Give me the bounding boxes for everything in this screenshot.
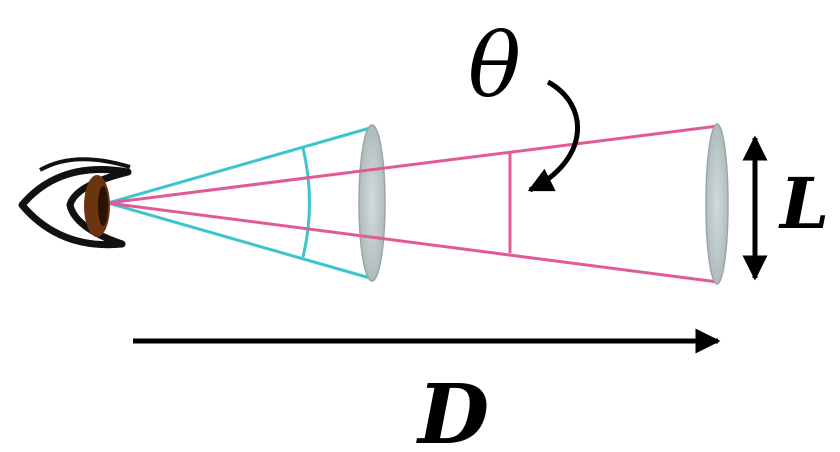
eye-icon	[18, 157, 132, 249]
far-object	[705, 123, 729, 285]
far-cone-bottom-edge	[107, 201, 719, 284]
far-cone-top-edge	[107, 124, 719, 205]
distance-label: D	[416, 367, 489, 452]
theta-pointer-arrow	[527, 79, 580, 193]
near-cone-top-edge	[107, 126, 371, 205]
size-label: L	[778, 162, 829, 245]
near-cone	[107, 126, 371, 280]
near-object	[358, 124, 386, 282]
far-cone	[107, 124, 719, 284]
angle-label: θ	[468, 14, 521, 117]
near-cone-bottom-edge	[107, 201, 371, 280]
near-cone-angle-arc	[301, 147, 311, 258]
